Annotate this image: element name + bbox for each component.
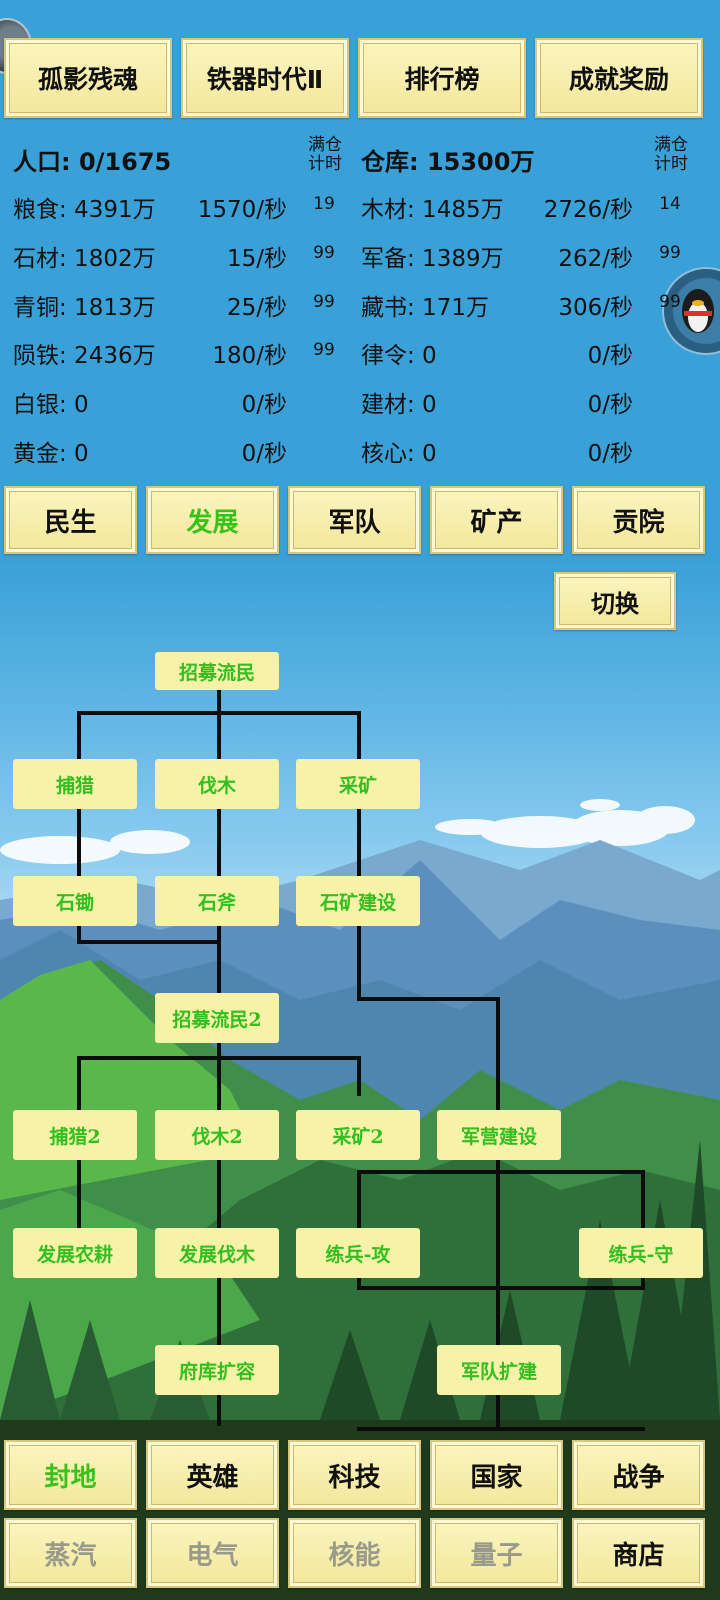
resource-name: 核心: 0 xyxy=(361,441,437,467)
resource-rate: 2726/秒 xyxy=(543,197,633,223)
resource-timer: 99 xyxy=(659,292,681,312)
resource-timer: 99 xyxy=(313,243,335,263)
resource-name: 木材: 1485万 xyxy=(361,197,504,223)
tech-quarry[interactable]: 石矿建设 xyxy=(296,876,420,926)
resource-name: 藏书: 171万 xyxy=(361,295,489,321)
tech-stone-hoe[interactable]: 石锄 xyxy=(13,876,137,926)
resource-rate: 1570/秒 xyxy=(197,197,287,223)
tech-logging[interactable]: 发展伐木 xyxy=(155,1228,279,1278)
tab-development[interactable]: 发展 xyxy=(146,486,279,554)
full-timer-header-right: 满仓 计时 xyxy=(649,136,693,174)
resource-name: 青铜: 1813万 xyxy=(13,295,156,321)
tech-farming[interactable]: 发展农耕 xyxy=(13,1228,137,1278)
tab-lone-soul[interactable]: 孤影残魂 xyxy=(4,38,172,118)
tech-hunt-2[interactable]: 捕猎2 xyxy=(13,1110,137,1160)
population-stat: 人口: 0/1675 xyxy=(13,148,172,176)
nav-quantum[interactable]: 量子 xyxy=(430,1518,563,1588)
tech-train-defense[interactable]: 练兵-守 xyxy=(579,1228,703,1278)
nav-steam[interactable]: 蒸汽 xyxy=(4,1518,137,1588)
resource-rate: 180/秒 xyxy=(212,343,287,369)
tab-achievements[interactable]: 成就奖励 xyxy=(535,38,703,118)
resource-rate: 0/秒 xyxy=(241,441,287,467)
resource-timer: 19 xyxy=(313,194,335,214)
resource-timer: 99 xyxy=(313,292,335,312)
tab-leaderboard[interactable]: 排行榜 xyxy=(358,38,526,118)
resource-timer: 14 xyxy=(659,194,681,214)
resource-timer: 99 xyxy=(313,340,335,360)
nav-shop[interactable]: 商店 xyxy=(572,1518,705,1588)
resource-rate: 25/秒 xyxy=(226,295,287,321)
resource-name: 军备: 1389万 xyxy=(361,246,504,272)
resource-rate: 0/秒 xyxy=(241,392,287,418)
resource-rate: 0/秒 xyxy=(587,441,633,467)
resource-rate: 0/秒 xyxy=(587,343,633,369)
tech-army-expand[interactable]: 军队扩建 xyxy=(437,1345,561,1395)
resource-name: 粮食: 4391万 xyxy=(13,197,156,223)
full-timer-label: 满仓 计时 xyxy=(654,135,688,174)
tech-mine[interactable]: 采矿 xyxy=(296,759,420,809)
full-timer-header-left: 满仓 计时 xyxy=(303,136,347,174)
tech-hunt[interactable]: 捕猎 xyxy=(13,759,137,809)
resource-name: 黄金: 0 xyxy=(13,441,89,467)
switch-button[interactable]: 切换 xyxy=(554,572,676,630)
full-timer-label: 满仓 计时 xyxy=(308,135,342,174)
resource-name: 白银: 0 xyxy=(13,392,89,418)
tech-train-attack[interactable]: 练兵-攻 xyxy=(296,1228,420,1278)
tab-minerals[interactable]: 矿产 xyxy=(430,486,563,554)
tech-mine-2[interactable]: 采矿2 xyxy=(296,1110,420,1160)
resource-name: 石材: 1802万 xyxy=(13,246,156,272)
tech-barracks[interactable]: 军营建设 xyxy=(437,1110,561,1160)
tab-livelihood[interactable]: 民生 xyxy=(4,486,137,554)
tab-army[interactable]: 军队 xyxy=(288,486,421,554)
resource-rate: 262/秒 xyxy=(558,246,633,272)
resource-rate: 15/秒 xyxy=(226,246,287,272)
resource-rate: 0/秒 xyxy=(587,392,633,418)
nav-electric[interactable]: 电气 xyxy=(146,1518,279,1588)
nav-fief[interactable]: 封地 xyxy=(4,1440,137,1510)
warehouse-stat: 仓库: 15300万 xyxy=(361,148,535,176)
nav-nation[interactable]: 国家 xyxy=(430,1440,563,1510)
nav-nuclear[interactable]: 核能 xyxy=(288,1518,421,1588)
tech-chop[interactable]: 伐木 xyxy=(155,759,279,809)
resource-timer: 99 xyxy=(659,243,681,263)
tab-iron-age[interactable]: 铁器时代Ⅱ xyxy=(181,38,349,118)
tech-storage-expand[interactable]: 府库扩容 xyxy=(155,1345,279,1395)
tech-recruit[interactable]: 招募流民 xyxy=(155,652,279,690)
nav-heroes[interactable]: 英雄 xyxy=(146,1440,279,1510)
resource-name: 陨铁: 2436万 xyxy=(13,343,156,369)
resource-name: 律令: 0 xyxy=(361,343,437,369)
tab-academy[interactable]: 贡院 xyxy=(572,486,705,554)
tech-chop-2[interactable]: 伐木2 xyxy=(155,1110,279,1160)
tech-stone-axe[interactable]: 石斧 xyxy=(155,876,279,926)
nav-war[interactable]: 战争 xyxy=(572,1440,705,1510)
nav-technology[interactable]: 科技 xyxy=(288,1440,421,1510)
resource-rate: 306/秒 xyxy=(558,295,633,321)
tech-recruit-2[interactable]: 招募流民2 xyxy=(155,993,279,1043)
resource-name: 建材: 0 xyxy=(361,392,437,418)
qq-penguin-icon[interactable] xyxy=(662,267,720,355)
